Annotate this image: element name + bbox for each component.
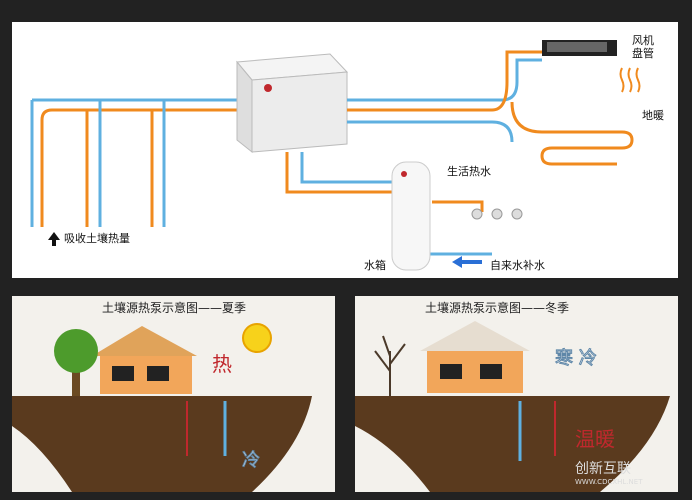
- bare-tree: [374, 335, 406, 396]
- watermark-text: 创新互联: [575, 461, 631, 477]
- distribution-pipes: [285, 50, 634, 256]
- winter-warm-label: 温暖: [575, 427, 615, 451]
- label-domestic-hot-water: 生活热水: [447, 164, 491, 178]
- label-tap-water: 自来水补水: [490, 259, 545, 272]
- label-floor-heating: 地暖: [642, 109, 664, 122]
- watermark-subtext: WWW.CDCXHL.NET: [575, 478, 643, 486]
- label-fan-coil: 风机盘管: [632, 33, 654, 60]
- left-arrow-icon: [452, 256, 482, 268]
- winter-title: 土壤源热泵示意图——冬季: [425, 300, 569, 315]
- summer-panel: 土壤源热泵示意图——夏季 热 冷: [12, 296, 335, 492]
- shower-heads: [471, 208, 523, 220]
- summer-title: 土壤源热泵示意图——夏季: [102, 300, 246, 315]
- up-arrow-icon: [48, 232, 60, 246]
- label-absorb-soil-heat: 吸收土壤热量: [64, 231, 130, 245]
- fan-coil-unit: [542, 40, 617, 56]
- floor-heating-icon: [619, 67, 641, 93]
- ground-loop-pipes: [30, 98, 237, 227]
- soil: [12, 396, 312, 492]
- tree: [54, 329, 98, 396]
- winter-panel: 土壤源热泵示意图——冬季 寒 冷 温暖: [355, 296, 678, 492]
- winter-cold-label: 寒 冷: [555, 348, 597, 369]
- house: [420, 321, 530, 393]
- sun-icon: [242, 323, 272, 353]
- summer-cold-label: 冷: [242, 450, 260, 471]
- house: [92, 326, 197, 394]
- system-diagram-panel: 风机盘管 地暖 生活热水 吸收土壤热量 水箱 自来水补水: [12, 22, 678, 278]
- label-water-tank: 水箱: [364, 258, 386, 272]
- soil: [355, 396, 670, 492]
- water-tank: [391, 161, 431, 271]
- summer-hot-label: 热: [212, 352, 232, 376]
- heat-pump-unit: [236, 53, 349, 154]
- watermark-logo: 创新互联 WWW.CDCXHL.NET: [575, 458, 685, 492]
